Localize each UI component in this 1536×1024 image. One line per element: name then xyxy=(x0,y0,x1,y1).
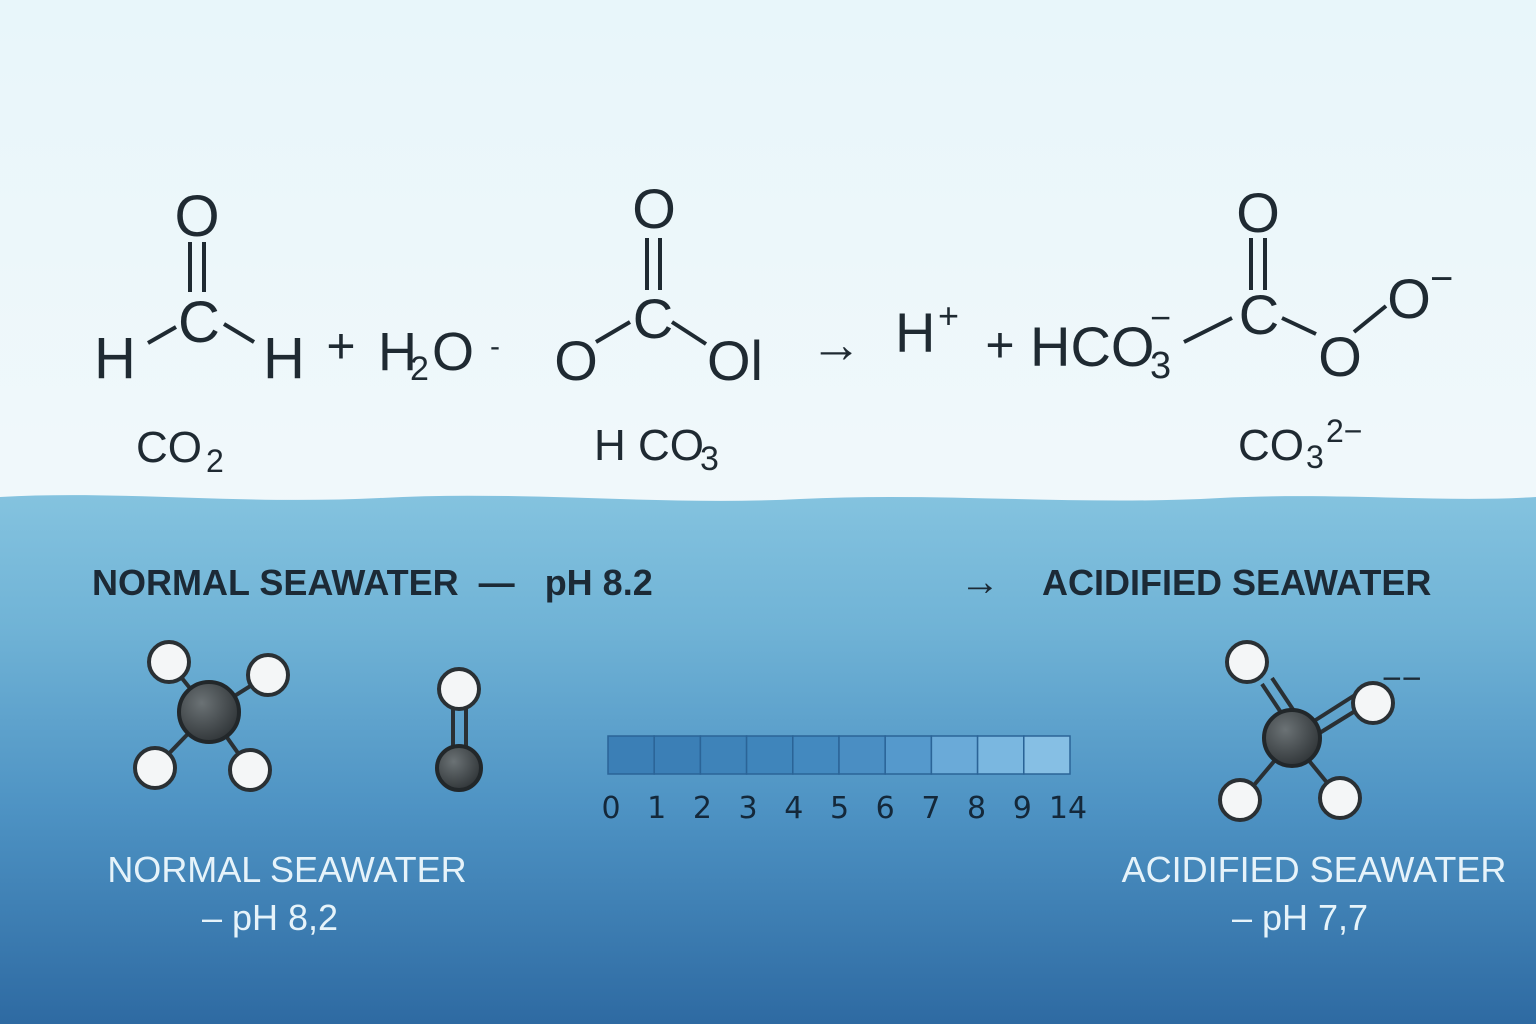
acidified-molecule-charge: −− xyxy=(1382,660,1422,698)
hydrogen-atom xyxy=(1351,681,1395,725)
hydrogen-atom xyxy=(1318,776,1362,820)
heading-acidified-seawater: ACIDIFIED SEAWATER xyxy=(1042,562,1431,603)
ph-scale-segment xyxy=(607,735,655,775)
ph-scale-segment xyxy=(976,735,1025,775)
proton-hydrogen: H xyxy=(895,301,935,364)
carbon-atom xyxy=(435,744,483,792)
ph-tick-label: 7 xyxy=(921,791,940,826)
label-co3-subscript: 3 xyxy=(1306,439,1324,475)
diatomic-molecule xyxy=(435,667,483,792)
carbonate-carbon-atom: C xyxy=(1239,283,1279,346)
carbonate-oxygen-right: O xyxy=(1387,267,1431,330)
proton-formula: H + xyxy=(895,295,959,364)
carbonate-charge: − xyxy=(1430,257,1453,301)
reaction-arrow: → xyxy=(810,316,862,374)
label-co2: CO 2 xyxy=(136,423,224,479)
water-hydrogen: H xyxy=(378,322,417,382)
carbon-atom xyxy=(1262,708,1322,768)
ph-tick-label: 3 xyxy=(739,791,758,826)
hydrogen-atom xyxy=(147,640,191,684)
label-co2-main: CO xyxy=(136,423,202,472)
hydrogen-atom xyxy=(1218,778,1262,822)
ph-tick-label: 6 xyxy=(876,791,895,826)
carbonate-structure xyxy=(1183,238,1388,344)
water-dash: - xyxy=(490,330,500,363)
ph-scale-segment xyxy=(930,735,979,775)
co2-oxygen-atom: O xyxy=(174,184,219,249)
water-subscript: 2 xyxy=(410,350,429,388)
ph-tick-label: 2 xyxy=(693,791,712,826)
carbonic-oxygen-left: O xyxy=(554,329,598,392)
ph-scale-segment xyxy=(884,735,933,775)
heading-normal-seawater: NORMAL SEAWATER — pH 8.2 xyxy=(92,562,653,603)
hydrogen-atom xyxy=(133,746,177,790)
hydrogen-atom xyxy=(1225,640,1269,684)
label-hco3-main: H CO xyxy=(594,421,704,470)
caption-normal-ph: – pH 8,2 xyxy=(202,897,338,938)
proton-charge: + xyxy=(938,295,959,336)
ph-tick-label: 9 xyxy=(1013,791,1032,826)
label-co3-main: CO xyxy=(1238,421,1304,470)
label-co2-subscript: 2 xyxy=(206,443,224,479)
acidified-seawater-molecule: −− xyxy=(1218,640,1422,822)
carbonate-oxygen-bottom: O xyxy=(1318,325,1362,388)
normal-seawater-molecule xyxy=(133,640,290,792)
ph-scale-segment xyxy=(792,735,840,775)
sky-background xyxy=(0,0,1536,520)
carbonic-oxygen-right: Ol xyxy=(707,329,763,392)
carbonic-oxygen-top: O xyxy=(632,177,676,240)
caption-acidified-seawater: ACIDIFIED SEAWATER xyxy=(1122,849,1507,890)
ph-tick-label: 5 xyxy=(830,791,849,826)
co2-hydrogen-left: H xyxy=(94,326,136,391)
co2-hydrogen-right: H xyxy=(263,326,305,391)
bicarbonate-main: HCO xyxy=(1030,315,1154,378)
hydrogen-atom xyxy=(246,653,290,697)
ph-tick-label: 14 xyxy=(1049,791,1087,826)
ph-tick-label: 1 xyxy=(647,791,666,826)
ph-tick-label: 8 xyxy=(967,791,986,826)
label-hco3-subscript: 3 xyxy=(700,440,719,478)
ph-scale-segment xyxy=(745,735,794,775)
carbonic-acid-structure xyxy=(594,238,708,346)
label-co3: CO 3 2− xyxy=(1238,413,1362,475)
plus-sign-2: + xyxy=(985,317,1014,373)
ph-scale-segment xyxy=(838,735,886,775)
caption-acidified-ph: – pH 7,7 xyxy=(1232,897,1368,938)
co2-carbon-atom: C xyxy=(178,290,220,355)
ph-scale-segment xyxy=(1023,735,1071,775)
water-formula: H 2 O - xyxy=(378,322,500,388)
bicarbonate-formula: HCO 3 − xyxy=(1030,297,1171,387)
bicarbonate-charge: − xyxy=(1150,297,1171,338)
ph-scale-segment xyxy=(699,735,748,775)
hydrogen-atom xyxy=(228,748,272,792)
caption-normal-seawater: NORMAL SEAWATER xyxy=(107,849,466,890)
co2-structure xyxy=(147,242,256,345)
label-hco3: H CO 3 xyxy=(594,421,719,478)
carbonate-oxygen-top: O xyxy=(1236,181,1280,244)
label-co3-charge: 2− xyxy=(1326,413,1362,449)
bicarbonate-subscript: 3 xyxy=(1150,345,1171,387)
ph-tick-label: 0 xyxy=(601,791,620,826)
hydrogen-atom xyxy=(437,667,481,711)
plus-sign-1: + xyxy=(326,318,355,374)
carbonic-carbon-atom: C xyxy=(633,287,673,350)
ph-scale-segment xyxy=(653,735,702,775)
water-oxygen: O xyxy=(432,322,474,382)
ph-tick-label: 4 xyxy=(784,791,803,826)
carbon-atom xyxy=(177,680,241,744)
heading-arrow: → xyxy=(960,560,1000,604)
